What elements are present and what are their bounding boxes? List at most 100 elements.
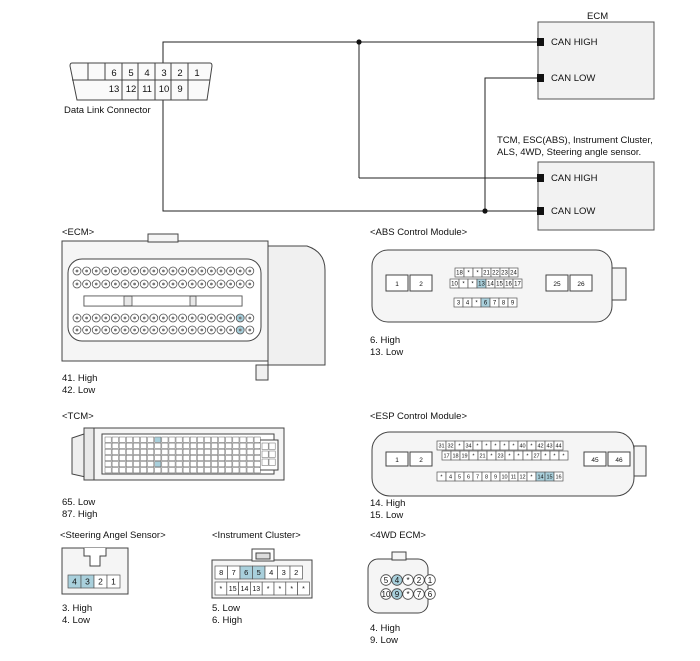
esp-pin: * [512,443,515,449]
ecm-pin-core [248,316,252,320]
tcm-pins [104,436,276,474]
tcm-pin [239,436,247,443]
esp-pin-cell [553,440,564,451]
tcm-pin [239,442,247,449]
esp-pin: 5 [458,474,461,480]
tcm-pin [111,436,119,443]
abs-pin: 14 [487,282,494,288]
tcm-pin [197,455,204,461]
tcm-pin [225,436,233,443]
abs-side-pin: 2 [419,281,423,288]
abs-side-pin: 26 [577,281,585,288]
tcm-side-pin [261,442,269,450]
tcm-pin [189,461,197,468]
ecm-pin-core [133,328,137,332]
cluster-low: 5. Low [212,603,240,614]
tcm-pin [218,455,226,461]
dlc-pin-number: 10 [158,84,170,95]
ecm-pin-core [85,316,88,320]
tcm-pin [147,436,155,443]
tcm-pin [147,467,155,474]
tcm-pin [161,455,169,461]
abs-high: 6. High [370,335,401,346]
tcm-pin [218,467,226,474]
tcm-pin [140,436,147,443]
fwd-pin-number: * [406,590,409,599]
fwd-pin-number: 4 [395,576,400,585]
abs-pin: * [467,271,470,277]
tcm-pin [218,442,226,449]
tcm-pin [168,448,176,455]
fwd-pin-number: 5 [384,576,389,585]
tcm-pin [175,448,183,455]
sas-pin: 3 [85,577,90,587]
ecm-pin-core [123,316,127,320]
cluster-pin-cell [297,581,310,596]
tcm-pin [104,467,112,474]
fwd-connector [367,551,429,614]
tcm-pin [140,467,147,474]
esp-pin: * [503,443,506,449]
ecm-pin-core [238,269,242,273]
tcm-pin [218,461,226,468]
abs-pin-cell [512,278,523,289]
dlc-pin-number: 9 [177,84,183,95]
ecm-pin-core [181,328,185,332]
splice-dot [482,208,488,214]
esp-pin: 18 [452,453,458,459]
cluster-pin: 8 [219,568,223,577]
fwd-pin [424,574,436,586]
tcm-pin [154,442,162,449]
sas-pin: 2 [98,577,103,587]
ecm-pin-core [123,269,127,273]
ecm-pin-core [210,282,213,286]
abs-pin: 21 [483,271,490,277]
ecm-pin-core [152,269,156,273]
cluster-title: <Instrument Cluster> [212,530,301,541]
module-low-terminal [537,207,544,215]
esp-pin: 17 [443,453,449,459]
esp-title: <ESP Control Module> [370,411,467,422]
tcm-pin [118,461,126,468]
esp-pin: 42 [537,443,543,449]
tcm-pin [175,461,183,468]
tcm-pin [147,448,155,455]
tcm-pin [104,442,112,449]
sas-title: <Steering Angel Sensor> [60,530,166,541]
ecm-pin-core [229,316,233,320]
tcm-pin [126,455,133,461]
ecm-pin-core [104,282,108,286]
ecm-pin-core [190,316,194,320]
ecm-slot [131,295,191,307]
esp-pin-cell [553,471,564,482]
tcm-pin [197,436,204,443]
tcm-title: <TCM> [62,411,94,422]
ecm-pin-core [162,282,165,286]
tcm-pin [175,436,183,443]
tcm-pin [161,467,169,474]
abs-side-pin: 25 [553,281,561,288]
cluster-pin: 14 [241,586,249,593]
ecm-pin-core [200,316,204,320]
ecm-pin-core [219,316,223,320]
tcm-pin [246,436,254,443]
fwd-pin-number: 7 [417,590,422,599]
tcm-pin [126,467,133,474]
esp-side-pin: 46 [615,457,623,464]
ecm-pin-core [104,316,108,320]
modules-note-line2: ALS, 4WD, Steering angle sensor. [497,147,642,158]
tcm-pin [161,448,169,455]
cluster-pin: 2 [294,568,298,577]
ecm-pin-core [181,282,185,286]
tcm-pin [133,436,140,443]
ecm-pin-core [171,282,175,286]
tcm-pin [154,467,162,474]
esp-side-pin: 1 [395,457,399,464]
ecm-pin-core [162,328,165,332]
tcm-pin [111,461,119,468]
fwd-high: 4. High [370,623,401,634]
ecm-pin-core [152,282,156,286]
tcm-pin [126,461,133,468]
ecm-can-high-label: CAN HIGH [551,37,598,48]
